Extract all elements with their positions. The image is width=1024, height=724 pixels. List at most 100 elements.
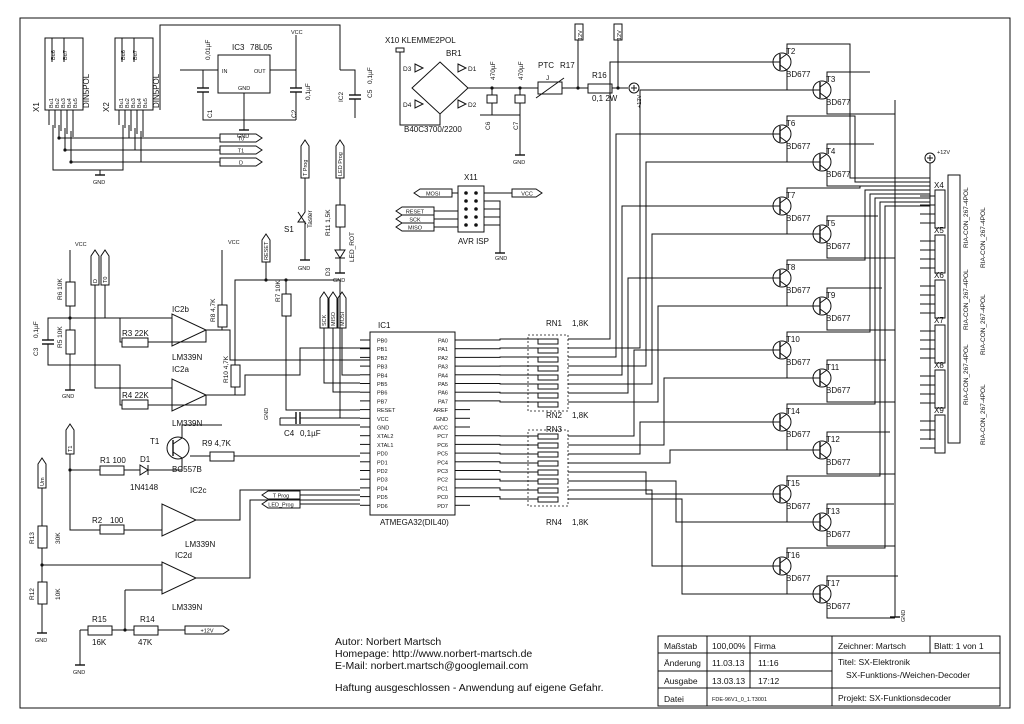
net-flag-mosi-text: MOSI [340, 311, 346, 326]
mcu-pin-right: PC7 [437, 434, 448, 440]
isp-pin [464, 199, 468, 203]
net-flag-t0-2-text: T0 [103, 277, 109, 283]
mcu-pin-left: PD3 [377, 478, 388, 484]
r13-label: R13 [29, 532, 36, 544]
c6-label: C6 [485, 121, 492, 130]
comparator-ic2a [171, 378, 208, 412]
wire [568, 161, 811, 367]
t1-label: T1 [150, 437, 160, 446]
transistor-T16-label: T16 [786, 551, 800, 560]
isp-flag-vcc-text: VCC [521, 192, 533, 198]
rn2-value: 1,8K [572, 411, 589, 420]
junction-dot [616, 86, 620, 90]
gnd-label: GND [35, 638, 47, 644]
r10-label: R10 4,7K [223, 355, 230, 383]
wire [568, 205, 771, 376]
transistor-T5 [811, 224, 832, 244]
gnd-wire [52, 125, 100, 171]
transistor-T6-label: T6 [786, 119, 796, 128]
resistor-r11 [335, 204, 346, 228]
wire [786, 70, 811, 91]
reg-out [270, 35, 297, 71]
transistor-T12 [811, 440, 832, 460]
resistor-r6 [65, 281, 76, 307]
ic2a-label: IC2a [172, 365, 189, 374]
mcu-pin-right: PC5 [437, 452, 448, 458]
wire [826, 431, 890, 442]
t1-e [172, 437, 183, 445]
ria-label: RIA-CON_267-4POL [980, 207, 987, 268]
ria-label: RIA-CON_267-4POL [963, 269, 970, 330]
ria-label: RIA-CON_267-4POL [980, 294, 987, 355]
din-type-label: DIN5POL [152, 73, 161, 108]
mcu-pin-right: PA4 [438, 373, 448, 379]
wire [196, 489, 360, 521]
rn-resistor [537, 401, 559, 408]
net-flag-um [37, 457, 47, 489]
din-pin-label: Bu4 [137, 98, 143, 108]
din-pin-label: Bu3 [131, 98, 137, 108]
net-flag-t1-2 [65, 423, 75, 455]
taster-label: Taster [307, 209, 314, 228]
mcu-pin-right: PC4 [437, 460, 448, 466]
tb-titel2: SX-Funktions-/Weichen-Decoder [846, 670, 970, 680]
wire [70, 317, 172, 343]
isp-pin [464, 223, 468, 227]
r13-value: 30K [55, 532, 62, 544]
output-X8-label: X8 [934, 361, 944, 370]
output-connector-X4 [934, 189, 946, 229]
transistor-T10 [771, 340, 792, 360]
wire [470, 347, 538, 350]
wire [297, 178, 306, 255]
mcu-pin-right: AVCC [433, 426, 448, 432]
wire [470, 470, 538, 473]
wire [234, 279, 266, 305]
transistor-T5-label: T5 [826, 219, 836, 228]
transistor-T17 [811, 584, 832, 604]
net-flag-sck [319, 291, 329, 329]
wire [786, 358, 811, 379]
rn-resistor [537, 478, 559, 485]
transistor-T10-label: T10 [786, 335, 800, 344]
isp-pin [464, 191, 468, 195]
tb-blatt: Blatt: 1 von 1 [934, 641, 984, 651]
diode-d3 [414, 63, 425, 73]
net-flag-t1 [219, 145, 263, 155]
vcc-label: VCC [291, 30, 303, 36]
mcu-pin-right: PD7 [437, 504, 448, 510]
r15-value: 16K [92, 638, 107, 647]
transistor-part: BD677 [826, 314, 851, 323]
isp-flag-mosi-text: MOSI [426, 192, 441, 198]
transistor-T14-label: T14 [786, 407, 800, 416]
wire [786, 201, 930, 486]
wire [786, 189, 930, 270]
output-X7-label: X7 [934, 316, 944, 325]
transistor-T15 [771, 484, 792, 504]
net-flag-ledprog-2-text: LED_Prog [268, 503, 293, 509]
rn-resistor [537, 347, 559, 354]
gnd-label: GND [513, 160, 525, 166]
isp-pin [474, 191, 478, 195]
author-email: E-Mail: norbert.martsch@googlemail.com [335, 660, 529, 672]
transistor-part: BD677 [826, 602, 851, 611]
net-flag-tprog [300, 139, 310, 179]
transistor-part: BD677 [786, 142, 811, 151]
mcu-pin-right: PA0 [438, 339, 448, 345]
bus-d [70, 131, 220, 163]
x10-wire [399, 50, 441, 126]
resistor-r10 [230, 364, 241, 388]
mcu-pin-left: PD1 [377, 460, 388, 466]
output-connector-X9 [934, 414, 946, 454]
tb-firma-label: Firma [754, 641, 776, 651]
isp-pin [474, 223, 478, 227]
mcu-pin-right: PC2 [437, 478, 448, 484]
wire [323, 328, 360, 384]
mcu-pin-left: PD4 [377, 486, 388, 492]
resistor-r14 [133, 625, 159, 636]
c7-value: 470µF [518, 61, 525, 80]
comparator-ic2d [161, 561, 198, 595]
mcu-pin-left: PB7 [377, 399, 387, 405]
c5-label: C5 [367, 89, 374, 98]
net-flag-ledprog [335, 139, 345, 179]
flag-12v: 12V [578, 30, 584, 40]
